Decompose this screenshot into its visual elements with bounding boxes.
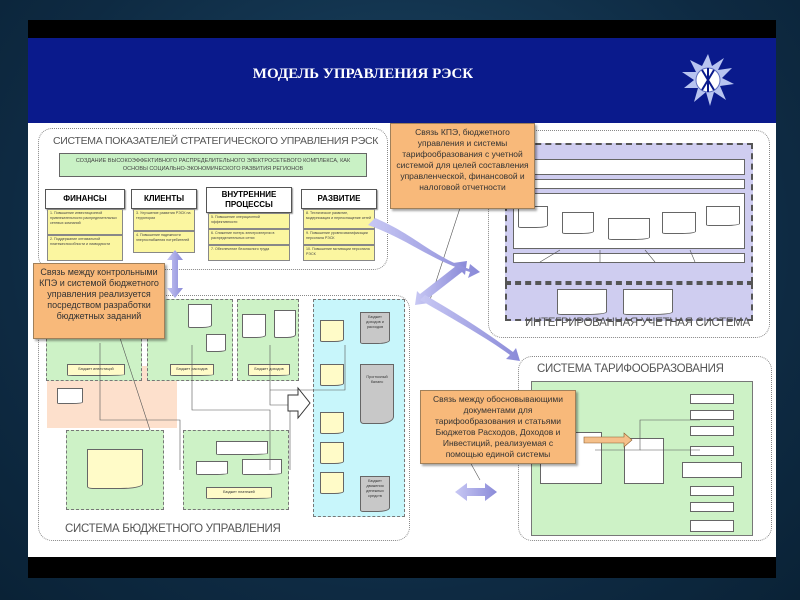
budget-doc-investments: Бюджет инвестиций <box>67 364 125 376</box>
arrow-kpi-accounting <box>368 218 480 278</box>
budget-doc <box>320 412 344 434</box>
budget-doc-payments: Бюджет платежей <box>206 487 272 499</box>
budget-doc-forecast-balance: Прогнозный баланс <box>360 364 394 424</box>
kpi-item: 6. Снижение потерь электроэнергии в расп… <box>208 229 290 245</box>
tariff-box <box>690 520 734 532</box>
budget-income-area: Бюджет доходов <box>237 299 299 381</box>
budget-doc-income: Бюджет доходов <box>248 364 290 376</box>
kpi-item: 9. Повышение уровня квалификации персона… <box>303 229 375 245</box>
accounting-row <box>513 253 745 263</box>
financial-budgets-area: Бюджет доходов и расходов Прогнозный бал… <box>313 299 405 517</box>
tariff-box <box>690 486 734 496</box>
budget-doc <box>206 334 226 352</box>
budget-doc <box>242 314 266 338</box>
tariff-panel-title: СИСТЕМА ТАРИФООБРАЗОВАНИЯ <box>537 363 724 375</box>
kpi-column-finance: ФИНАНСЫ <box>45 189 125 209</box>
slide-header: МОДЕЛЬ УПРАВЛЕНИЯ РЭСК <box>28 38 776 123</box>
budget-doc <box>274 310 296 338</box>
budget-doc <box>216 441 268 455</box>
accounting-doc <box>608 218 650 240</box>
arrow-budget-tariff <box>455 483 497 501</box>
kpi-column-clients: КЛИЕНТЫ <box>131 189 197 209</box>
budget-doc-income-expenses: Бюджет доходов и расходов <box>360 312 390 344</box>
slide-title: МОДЕЛЬ УПРАВЛЕНИЯ РЭСК <box>252 66 474 82</box>
budget-doc <box>320 364 344 386</box>
arrow-kpi-budget <box>167 250 183 298</box>
utility-company-logo <box>682 54 734 106</box>
kpi-column-development: РАЗВИТИЕ <box>301 189 377 209</box>
accounting-organization-block <box>505 283 753 321</box>
kpi-column-internal-processes: ВНУТРЕННИЕ ПРОЦЕССЫ <box>206 187 292 213</box>
strategic-panel-title: СИСТЕМА ПОКАЗАТЕЛЕЙ СТРАТЕГИЧЕСКОГО УПРА… <box>53 135 379 147</box>
strategic-goal-banner: СОЗДАНИЕ ВЫСОКОЭФФЕКТИВНОГО РАСПРЕДЕЛИТЕ… <box>59 153 367 177</box>
budget-doc <box>320 472 344 494</box>
accounting-doc <box>706 206 740 226</box>
budget-doc-cash-flow: Бюджет движения денежных средств <box>360 476 390 512</box>
kpi-item: 5. Повышение операционной эффективности <box>208 213 290 229</box>
kpi-item: 2. Поддержание оптимальной платежеспособ… <box>47 235 123 261</box>
budget-doc <box>242 459 282 475</box>
callout-tariff-link: Связь между обосновывающими документами … <box>420 390 576 464</box>
arrow-accounting-budget <box>415 261 467 305</box>
budget-payments-area: Бюджет платежей <box>183 430 289 510</box>
accounting-panel: ИНТЕГРИРОВАННАЯ УЧЕТНАЯ СИСТЕМА <box>488 130 770 338</box>
accounting-doc <box>562 212 594 234</box>
tariff-box <box>690 446 734 456</box>
budget-doc <box>320 442 344 464</box>
accounting-panel-title: ИНТЕГРИРОВАННАЯ УЧЕТНАЯ СИСТЕМА <box>525 317 750 329</box>
hollow-arrow <box>287 386 311 420</box>
kpi-item: 10. Повышение мотивации персонала РЭСК <box>303 245 375 261</box>
kpi-item: 1. Повышение инвестиционной привлекатель… <box>47 209 123 235</box>
callout-accounting-link: Связь КПЭ, бюджетного управления и систе… <box>390 123 535 209</box>
tariff-box <box>624 438 664 484</box>
accounting-doc <box>557 289 607 315</box>
accounting-methodology-block <box>505 143 753 283</box>
budget-panel-title: СИСТЕМА БЮДЖЕТНОГО УПРАВЛЕНИЯ <box>65 523 281 535</box>
accounting-doc <box>623 289 673 315</box>
budget-doc <box>320 320 344 342</box>
tariff-box <box>690 410 734 420</box>
tariff-box <box>690 502 734 512</box>
budget-doc <box>196 461 228 475</box>
tariff-box <box>682 462 742 478</box>
budget-doc <box>57 388 83 404</box>
budget-purchases-area <box>66 430 164 510</box>
kpi-item: 3. Улучшение развития РЭСК на территории <box>133 209 195 231</box>
kpi-item: 7. Обеспечение безопасного труда <box>208 245 290 261</box>
top-bar <box>28 20 776 38</box>
tariff-box <box>690 394 734 404</box>
arrow-tariff-kpi <box>420 295 520 361</box>
callout-budget-link: Связь между контрольными КПЭ и системой … <box>33 263 165 339</box>
accounting-doc <box>662 212 696 234</box>
budget-doc <box>87 449 143 489</box>
budget-doc <box>188 304 212 328</box>
tariff-box <box>690 426 734 436</box>
kpi-item: 4. Повышение надежности энергоснабжения … <box>133 231 195 253</box>
bottom-bar <box>28 557 776 578</box>
strategic-kpi-panel: СИСТЕМА ПОКАЗАТЕЛЕЙ СТРАТЕГИЧЕСКОГО УПРА… <box>38 128 388 270</box>
accounting-standards-block <box>513 193 745 249</box>
tariff-flow-arrow <box>583 432 633 448</box>
